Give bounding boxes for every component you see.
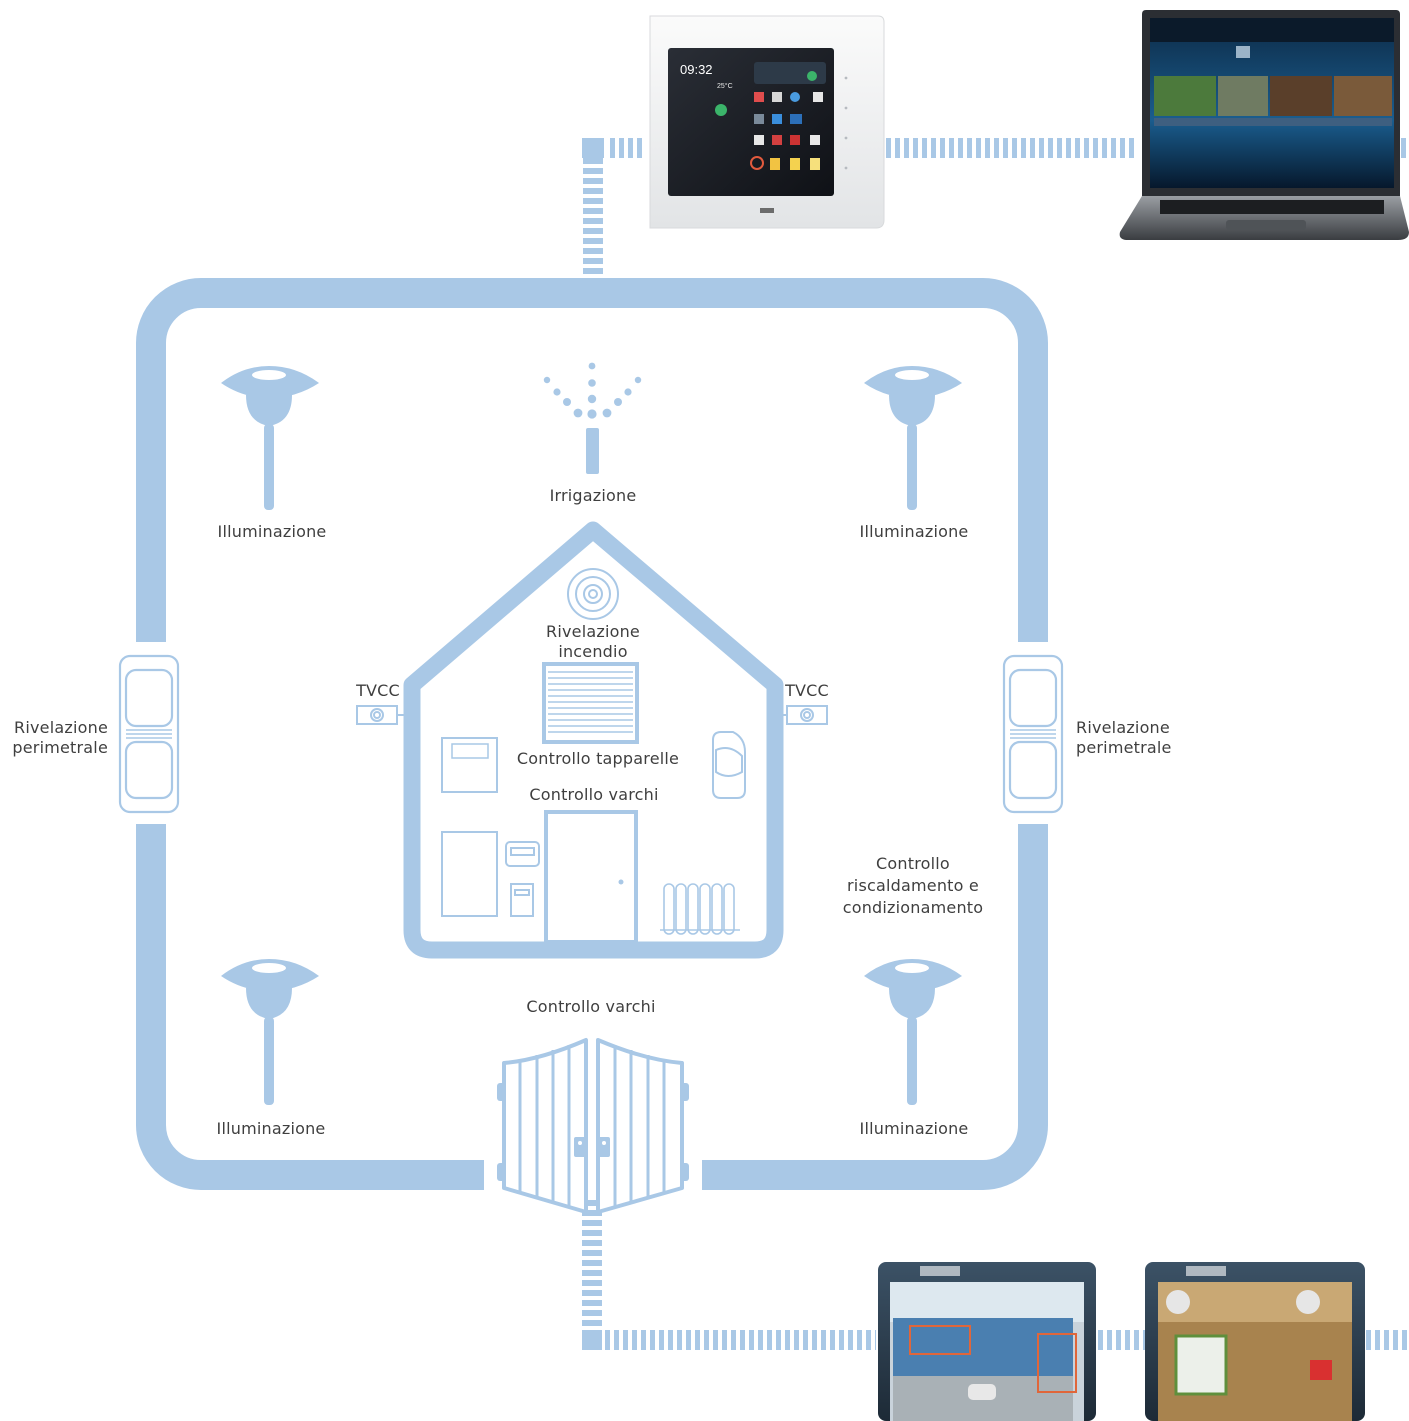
roller-shutter-icon	[542, 662, 639, 744]
surveillance-monitor-1-icon	[878, 1262, 1096, 1421]
label-perimeter-left: Rivelazione perimetrale	[0, 718, 108, 758]
label-perimeter-right: Rivelazione perimetrale	[1076, 718, 1172, 758]
label-access-control-house: Controllo varchi	[529, 785, 659, 804]
thermostat-icon	[510, 883, 534, 917]
label-cctv-right: TVCC	[785, 681, 829, 700]
panel-time: 09:32	[680, 62, 713, 77]
label-access-control-gate: Controllo varchi	[526, 997, 656, 1016]
sprinkler-icon	[543, 362, 642, 474]
laptop-icon	[1119, 10, 1409, 240]
label-blinds-control: Controllo tapparelle	[516, 749, 680, 768]
perimeter-sensor-right-icon	[1002, 654, 1064, 814]
label-lighting-bottom-right: Illuminazione	[859, 1119, 969, 1138]
label-hvac-control: Controllo riscaldamento e condizionament…	[843, 853, 984, 919]
cctv-camera-right-icon	[777, 705, 828, 725]
label-fire-detection-line1: Rivelazione	[546, 622, 640, 641]
label-irrigation: Irrigazione	[549, 486, 637, 505]
label-hvac-line3: condizionamento	[842, 898, 984, 917]
surveillance-monitor-2-icon	[1145, 1262, 1365, 1421]
label-hvac-line1: Controllo	[876, 854, 950, 873]
garden-light-bottom-left-icon	[221, 959, 319, 1105]
perimeter-sensor-left-icon	[118, 654, 180, 814]
label-cctv-left: TVCC	[356, 681, 400, 700]
garden-light-top-left-icon	[221, 366, 319, 510]
house-outline	[403, 521, 784, 959]
label-perimeter-right-line2: perimetrale	[1076, 738, 1172, 757]
garden-light-top-right-icon	[864, 366, 962, 510]
label-fire-detection: Rivelazione incendio	[546, 622, 640, 662]
garden-light-bottom-right-icon	[864, 959, 962, 1105]
label-perimeter-left-line1: Rivelazione	[14, 718, 108, 737]
label-perimeter-right-line1: Rivelazione	[1076, 718, 1170, 737]
panel-temperature: 25°C	[717, 82, 733, 90]
label-lighting-bottom-left: Illuminazione	[216, 1119, 326, 1138]
door-icon	[544, 810, 638, 944]
radiator-icon	[660, 883, 740, 935]
label-lighting-top-right: Illuminazione	[859, 522, 969, 541]
label-lighting-top-left: Illuminazione	[217, 522, 327, 541]
label-perimeter-left-line2: perimetrale	[12, 738, 108, 757]
gate-icon	[502, 1038, 684, 1214]
motion-sensor-icon	[712, 731, 746, 799]
electrical-cabinet-icon	[441, 831, 498, 917]
smoke-detector-icon	[567, 568, 619, 620]
cctv-camera-left-icon	[356, 705, 408, 725]
label-hvac-line2: riscaldamento e	[847, 876, 979, 895]
keypad-icon	[505, 841, 540, 867]
touch-panel-icon: 09:32 25°C	[649, 15, 885, 229]
label-fire-detection-line2: incendio	[558, 642, 628, 661]
